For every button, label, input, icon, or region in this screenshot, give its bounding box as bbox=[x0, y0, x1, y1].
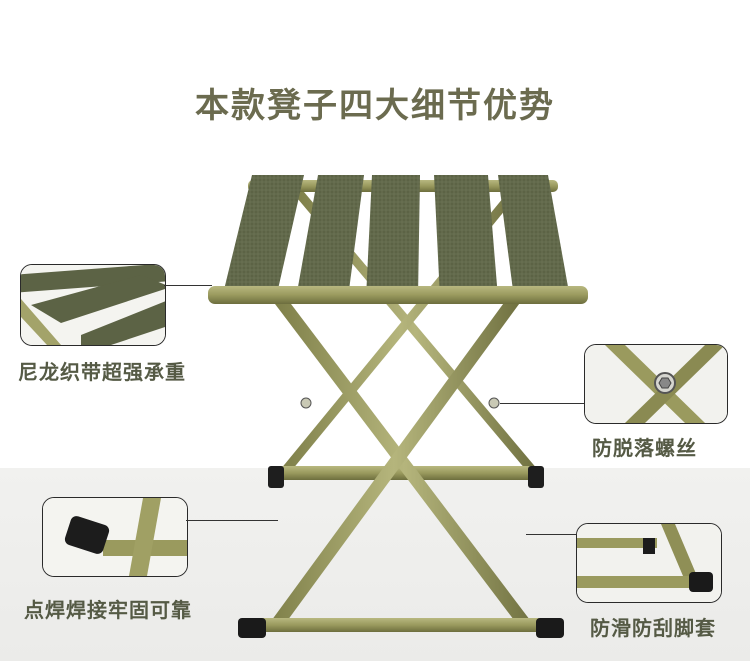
foot-cover-label: 防滑防刮脚套 bbox=[590, 616, 716, 640]
weld-detail-callout bbox=[42, 497, 188, 577]
callout-line-screw bbox=[500, 403, 584, 404]
back-foot-cap-left bbox=[268, 466, 284, 488]
pivot-screw-right bbox=[488, 397, 500, 409]
callout-line-foot bbox=[526, 534, 576, 535]
webbing-detail-icon bbox=[21, 265, 165, 345]
front-leg-cross-1 bbox=[272, 300, 536, 628]
welded-joint-detail-icon bbox=[43, 498, 187, 576]
webbing-label: 尼龙织带超强承重 bbox=[18, 360, 186, 384]
back-foot-cap-right bbox=[528, 466, 544, 488]
back-leg-cross-1 bbox=[292, 192, 538, 470]
callout-line-weld bbox=[186, 520, 278, 521]
pivot-screw-left bbox=[300, 397, 312, 409]
screw-detail-callout bbox=[584, 344, 728, 424]
webbing-detail-callout bbox=[20, 264, 166, 346]
callout-line-webbing bbox=[164, 285, 212, 286]
nylon-straps bbox=[222, 175, 570, 298]
front-foot-cap-right bbox=[536, 618, 564, 638]
front-top-bar bbox=[208, 286, 588, 304]
screw-label: 防脱落螺丝 bbox=[592, 436, 697, 460]
foot-cover-detail-icon bbox=[577, 524, 721, 602]
weld-label: 点焊焊接牢固可靠 bbox=[24, 598, 192, 622]
page-title: 本款凳子四大细节优势 bbox=[195, 86, 555, 126]
foot-cover-detail-callout bbox=[576, 523, 722, 603]
front-foot-cap-left bbox=[238, 618, 266, 638]
screw-detail-icon bbox=[585, 345, 727, 423]
front-leg-cross-2 bbox=[266, 300, 522, 628]
front-foot-bar bbox=[246, 618, 556, 632]
